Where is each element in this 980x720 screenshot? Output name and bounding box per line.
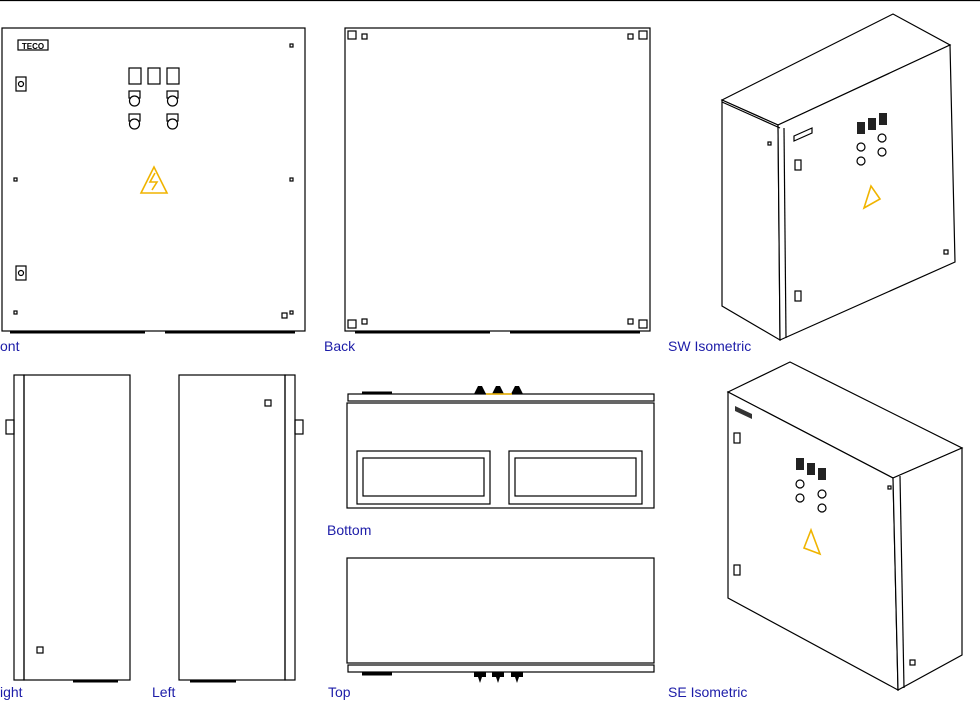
lock-icon [15,265,27,281]
front-view-label: ont [0,338,20,354]
selector-switches [128,67,180,85]
warning-icon [139,165,169,194]
left-view-label: Left [152,684,176,700]
sw-isometric-view [720,13,956,342]
svg-text:TECO: TECO [22,42,44,51]
top-view-label: Top [328,684,351,700]
pilot-lights [128,90,179,130]
back-view [344,27,651,334]
warning-icon [802,527,822,556]
warning-icon [862,184,882,210]
back-view-label: Back [324,338,356,354]
bottom-view [346,386,655,509]
left-view [178,374,304,683]
logo-plate [17,39,49,51]
se-isometric-view [726,361,964,692]
lock-icon [15,76,27,92]
right-view [5,374,131,683]
right-view-label: ight [0,684,23,700]
sw-isometric-label: SW Isometric [668,338,752,354]
se-isometric-label: SE Isometric [668,684,748,700]
front-view: TECO [1,27,306,334]
top-view [346,557,655,683]
bottom-view-label: Bottom [327,522,372,538]
